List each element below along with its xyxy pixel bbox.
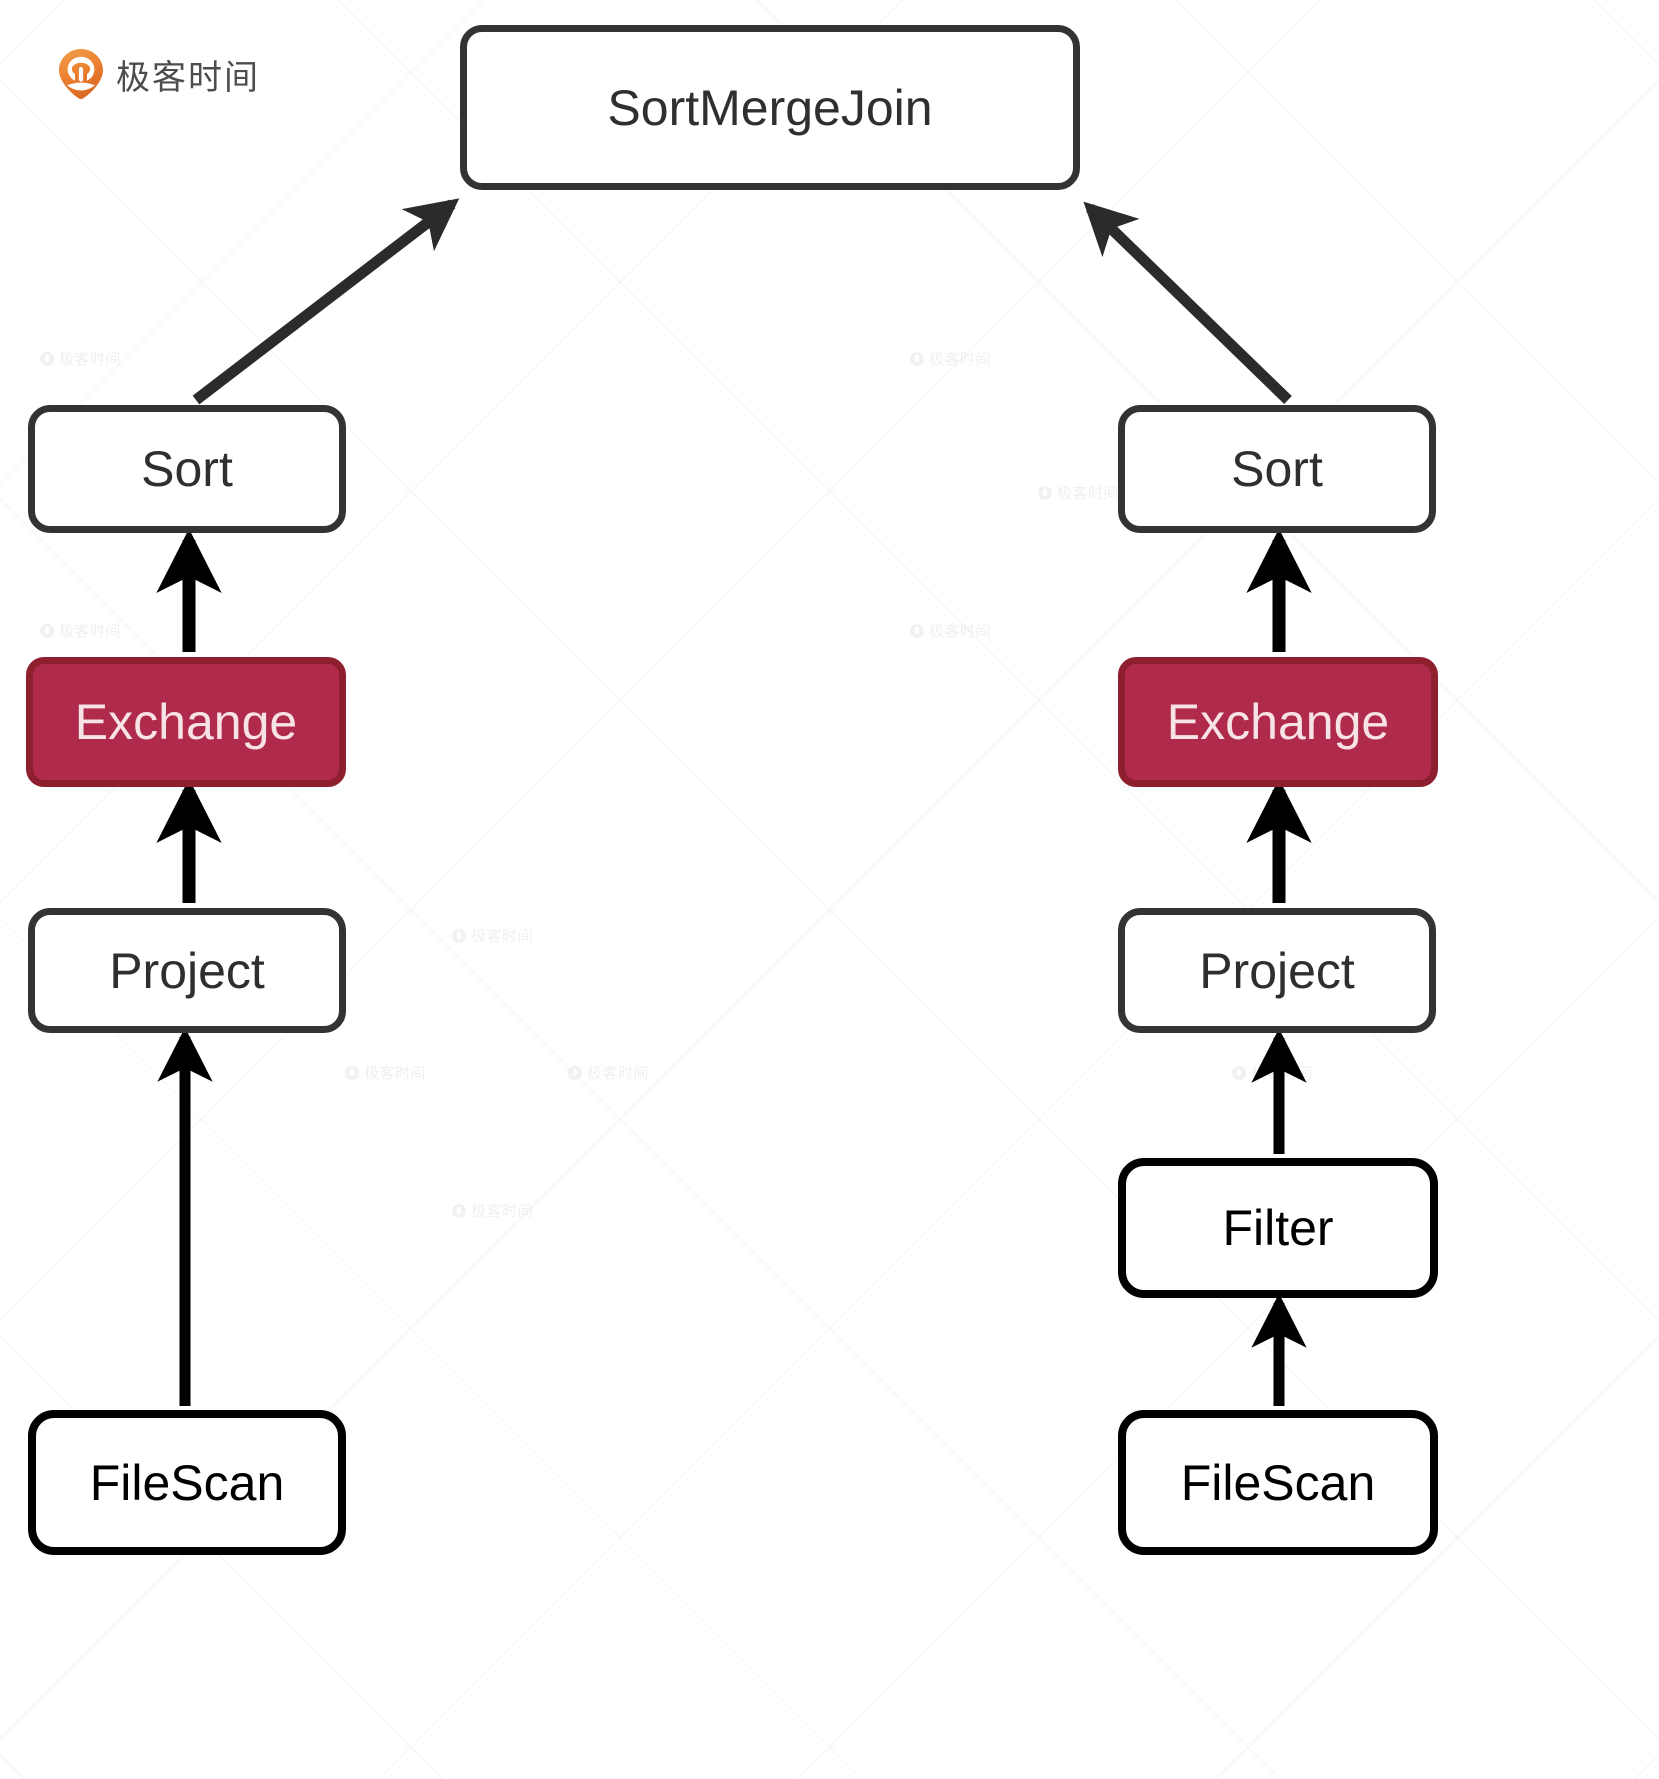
watermark-mark: 极客时间 xyxy=(1038,482,1119,503)
node-label: Filter xyxy=(1222,1200,1334,1256)
node-label: Project xyxy=(109,942,265,999)
watermark-mark: 极客时间 xyxy=(1232,1062,1313,1083)
geektime-watermark-icon xyxy=(40,351,54,366)
watermark-mark: 极客时间 xyxy=(910,620,991,641)
node-sort-left[interactable]: Sort xyxy=(28,405,346,533)
watermark-label: 极客时间 xyxy=(364,1064,427,1082)
node-label: FileScan xyxy=(1180,1454,1376,1511)
node-project-left[interactable]: Project xyxy=(28,908,346,1033)
watermark-mark: 极客时间 xyxy=(40,620,121,641)
node-filescan-right[interactable]: FileScan xyxy=(1118,1410,1438,1555)
geektime-watermark-icon xyxy=(1038,485,1052,500)
geektime-watermark-icon xyxy=(345,1065,359,1080)
watermark-mark: 极客时间 xyxy=(568,1062,649,1083)
node-label: Project xyxy=(1199,942,1355,999)
watermark-label: 极客时间 xyxy=(471,927,534,945)
geektime-pin-icon xyxy=(58,48,104,100)
edge-sort-left-to-join xyxy=(192,198,460,405)
watermark-mark: 极客时间 xyxy=(345,1062,426,1083)
node-label: Exchange xyxy=(1166,694,1390,750)
geektime-watermark-icon xyxy=(40,623,54,638)
node-filter-right[interactable]: Filter xyxy=(1118,1158,1438,1298)
watermark-mark: 极客时间 xyxy=(40,348,121,369)
watermark-mark: 极客时间 xyxy=(452,925,533,946)
node-sortmergejoin[interactable]: SortMergeJoin xyxy=(460,25,1080,190)
watermark-label: 极客时间 xyxy=(59,622,122,640)
node-label: Exchange xyxy=(74,694,298,750)
watermark-label: 极客时间 xyxy=(1251,1064,1314,1082)
watermark-label: 极客时间 xyxy=(929,350,992,368)
node-exchange-left[interactable]: Exchange xyxy=(26,657,346,787)
watermark-label: 极客时间 xyxy=(471,1202,534,1220)
brand-logo-text: 极客时间 xyxy=(116,57,260,98)
geektime-watermark-icon xyxy=(910,351,924,366)
watermark-mark: 极客时间 xyxy=(910,348,991,369)
edge-sort-right-to-join xyxy=(1083,201,1292,404)
geektime-watermark-icon xyxy=(1232,1065,1246,1080)
watermark-mark: 极客时间 xyxy=(452,1200,533,1221)
brand-logo: 极客时间 xyxy=(58,48,260,100)
node-label: Sort xyxy=(1231,441,1323,497)
node-filescan-left[interactable]: FileScan xyxy=(28,1410,346,1555)
node-label: FileScan xyxy=(89,1454,285,1511)
watermark-label: 极客时间 xyxy=(587,1064,650,1082)
watermark-label: 极客时间 xyxy=(929,622,992,640)
geektime-watermark-icon xyxy=(910,623,924,638)
geektime-watermark-icon xyxy=(452,1203,466,1218)
node-exchange-right[interactable]: Exchange xyxy=(1118,657,1438,787)
node-label: Sort xyxy=(141,441,233,497)
watermark-label: 极客时间 xyxy=(59,350,122,368)
watermark-label: 极客时间 xyxy=(1057,484,1120,502)
node-project-right[interactable]: Project xyxy=(1118,908,1436,1033)
node-label: SortMergeJoin xyxy=(607,79,933,136)
geektime-watermark-icon xyxy=(452,928,466,943)
node-sort-right[interactable]: Sort xyxy=(1118,405,1436,533)
geektime-watermark-icon xyxy=(568,1065,582,1080)
